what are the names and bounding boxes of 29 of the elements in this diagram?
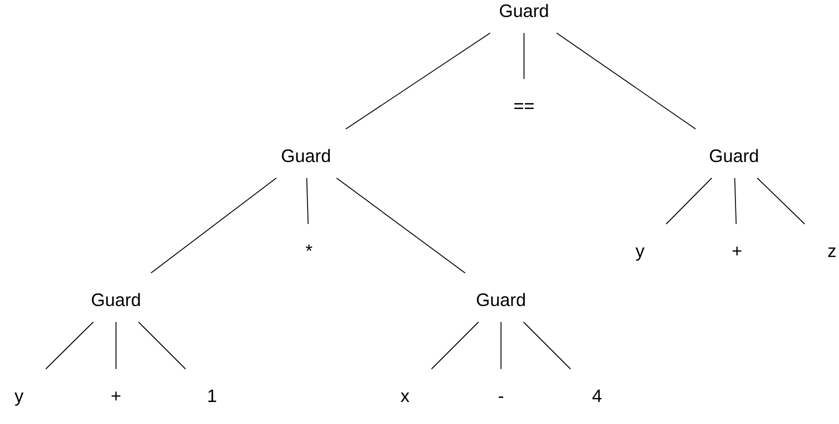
node-label: 4 [592,390,602,402]
node-label: * [306,244,312,251]
node-label: Guard [282,148,330,162]
node-label: Guard [476,292,525,306]
branch-line [345,32,491,130]
node-label: + [112,392,120,400]
node-label: z [828,247,836,257]
node-label: 1 [208,390,216,402]
branch-line [138,322,186,370]
node-label: y [14,392,24,406]
branch-line [756,178,806,224]
branch-line [734,178,737,224]
branch-line [150,178,277,274]
branch-line [523,322,571,370]
node-label: y [636,247,644,261]
node-label: == [514,103,534,109]
branch-line [666,178,712,224]
branch-line [556,32,696,130]
node-label: Guard [92,292,140,306]
branch-line [306,178,309,224]
branch-line [500,322,502,370]
branch-line [45,322,94,370]
node-label: + [732,246,742,256]
branch-line [336,178,466,274]
node-label: Guard [710,148,758,162]
node-label: Guard [500,4,548,18]
node-label: - [498,396,504,398]
node-label: x [400,392,410,402]
branch-line [431,322,479,370]
